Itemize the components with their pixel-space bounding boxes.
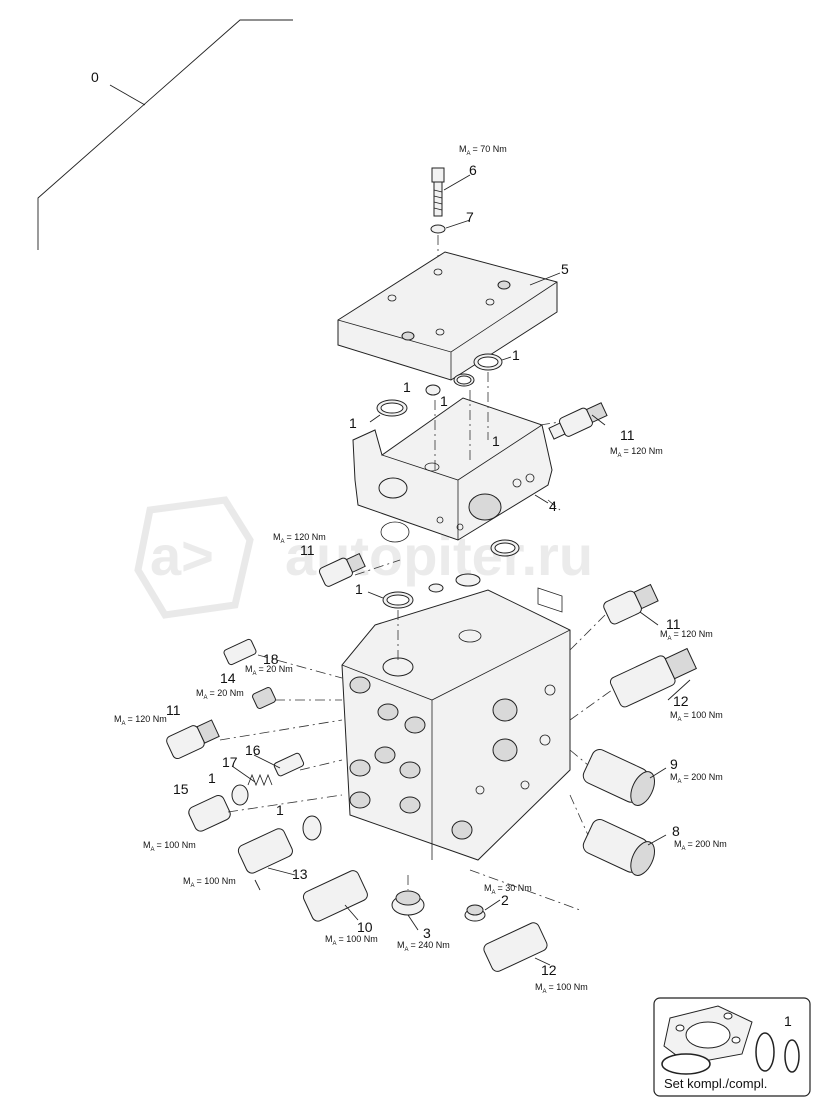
watermark: a> autopiter.ru — [134, 496, 593, 619]
callout-11a: 11 — [620, 427, 635, 443]
callouts: 0 6 7 5 1 1 1 1 1 11 4 11 1 11 18 14 12 … — [91, 69, 689, 978]
plug-18 — [223, 638, 257, 666]
bolt-6 — [431, 167, 445, 217]
callout-assembly: 0 — [91, 69, 99, 85]
cartridge-11d — [166, 719, 220, 760]
callout-2: 2 — [501, 892, 509, 908]
torque-14: MA= 20 Nm — [196, 688, 244, 701]
callout-17: 17 — [222, 754, 238, 770]
cartridge-11c — [603, 583, 659, 625]
callout-11c: 11 — [666, 616, 681, 632]
torque-13: MA= 100 Nm — [183, 876, 236, 889]
callout-4: 4 — [549, 498, 557, 514]
spring-17 — [247, 773, 273, 787]
callout-11b: 11 — [300, 542, 315, 558]
callout-16: 16 — [245, 742, 261, 758]
torque-15: MA= 100 Nm — [143, 840, 196, 853]
valve-12b — [483, 922, 548, 972]
callout-11d: 11 — [166, 702, 181, 718]
torque-3: MA= 240 Nm — [397, 940, 450, 953]
callout-1d: 1 — [349, 415, 357, 431]
main-valve-body — [341, 589, 571, 861]
seal-kit-box: 1 Set kompl./compl. — [653, 997, 811, 1097]
callout-12b: 12 — [541, 962, 557, 978]
washer-7 — [430, 224, 446, 234]
o-ring-1g — [231, 784, 249, 806]
callout-6: 6 — [469, 162, 477, 178]
callout-9: 9 — [670, 756, 678, 772]
torque-10: MA= 100 Nm — [325, 934, 378, 947]
assembly-bracket — [37, 19, 293, 250]
callout-10: 10 — [357, 919, 373, 935]
callout-1e: 1 — [492, 433, 500, 449]
callout-1a: 1 — [512, 347, 520, 363]
callout-1b: 1 — [403, 379, 411, 395]
leader-lines — [231, 174, 691, 966]
callout-3: 3 — [423, 925, 431, 941]
cover-plate-5 — [337, 251, 558, 381]
torque-11d: MA= 120 Nm — [114, 714, 167, 727]
torque-6: MA= 70 Nm — [459, 144, 507, 157]
valve-13 — [237, 828, 293, 874]
small-gasket — [537, 587, 563, 613]
plug-2 — [464, 904, 486, 922]
valve-10 — [302, 870, 368, 922]
torque-specs: MA= 70 Nm MA= 120 Nm MA= 120 Nm MA= 120 … — [114, 144, 727, 995]
callout-1f: 1 — [355, 581, 363, 597]
seal-kit-label: Set kompl./compl. — [664, 1076, 767, 1091]
callout-1h: 1 — [276, 802, 284, 818]
cartridge-11b — [318, 552, 366, 587]
callout-1c: 1 — [440, 393, 448, 409]
callout-14: 14 — [220, 670, 236, 686]
valve-12a — [609, 647, 698, 708]
torque-9: MA= 200 Nm — [670, 772, 723, 785]
o-rings-middle — [382, 539, 520, 609]
assembly-axis-lines — [219, 372, 613, 911]
callout-8: 8 — [672, 823, 680, 839]
valve-8 — [582, 819, 655, 876]
torque-12b: MA= 100 Nm — [535, 982, 588, 995]
plug-3 — [391, 890, 425, 916]
torque-2: MA= 30 Nm — [484, 883, 532, 896]
cartridge-11a — [548, 402, 608, 440]
callout-12a: 12 — [673, 693, 689, 709]
seal-kit-callout: 1 — [784, 1013, 792, 1029]
torque-11b: MA= 120 Nm — [273, 532, 326, 545]
torque-11c: MA= 120 Nm — [660, 629, 713, 642]
callout-13: 13 — [292, 866, 308, 882]
valve-9 — [582, 749, 655, 806]
callout-1g: 1 — [208, 770, 216, 786]
spool-16 — [273, 752, 305, 777]
watermark-logo-glyph: a> — [150, 524, 214, 587]
o-ring-1h — [302, 815, 322, 841]
callout-5: 5 — [561, 261, 569, 277]
callout-7: 7 — [466, 209, 474, 225]
plug-15 — [188, 794, 231, 832]
torque-12a: MA= 100 Nm — [670, 710, 723, 723]
valve-section-4 — [352, 397, 553, 543]
callout-18: 18 — [263, 651, 279, 667]
torque-8: MA= 200 Nm — [674, 839, 727, 852]
callout-15: 15 — [173, 781, 189, 797]
torque-18: MA= 20 Nm — [245, 664, 293, 677]
torque-11a: MA= 120 Nm — [610, 446, 663, 459]
plug-14 — [252, 687, 276, 709]
